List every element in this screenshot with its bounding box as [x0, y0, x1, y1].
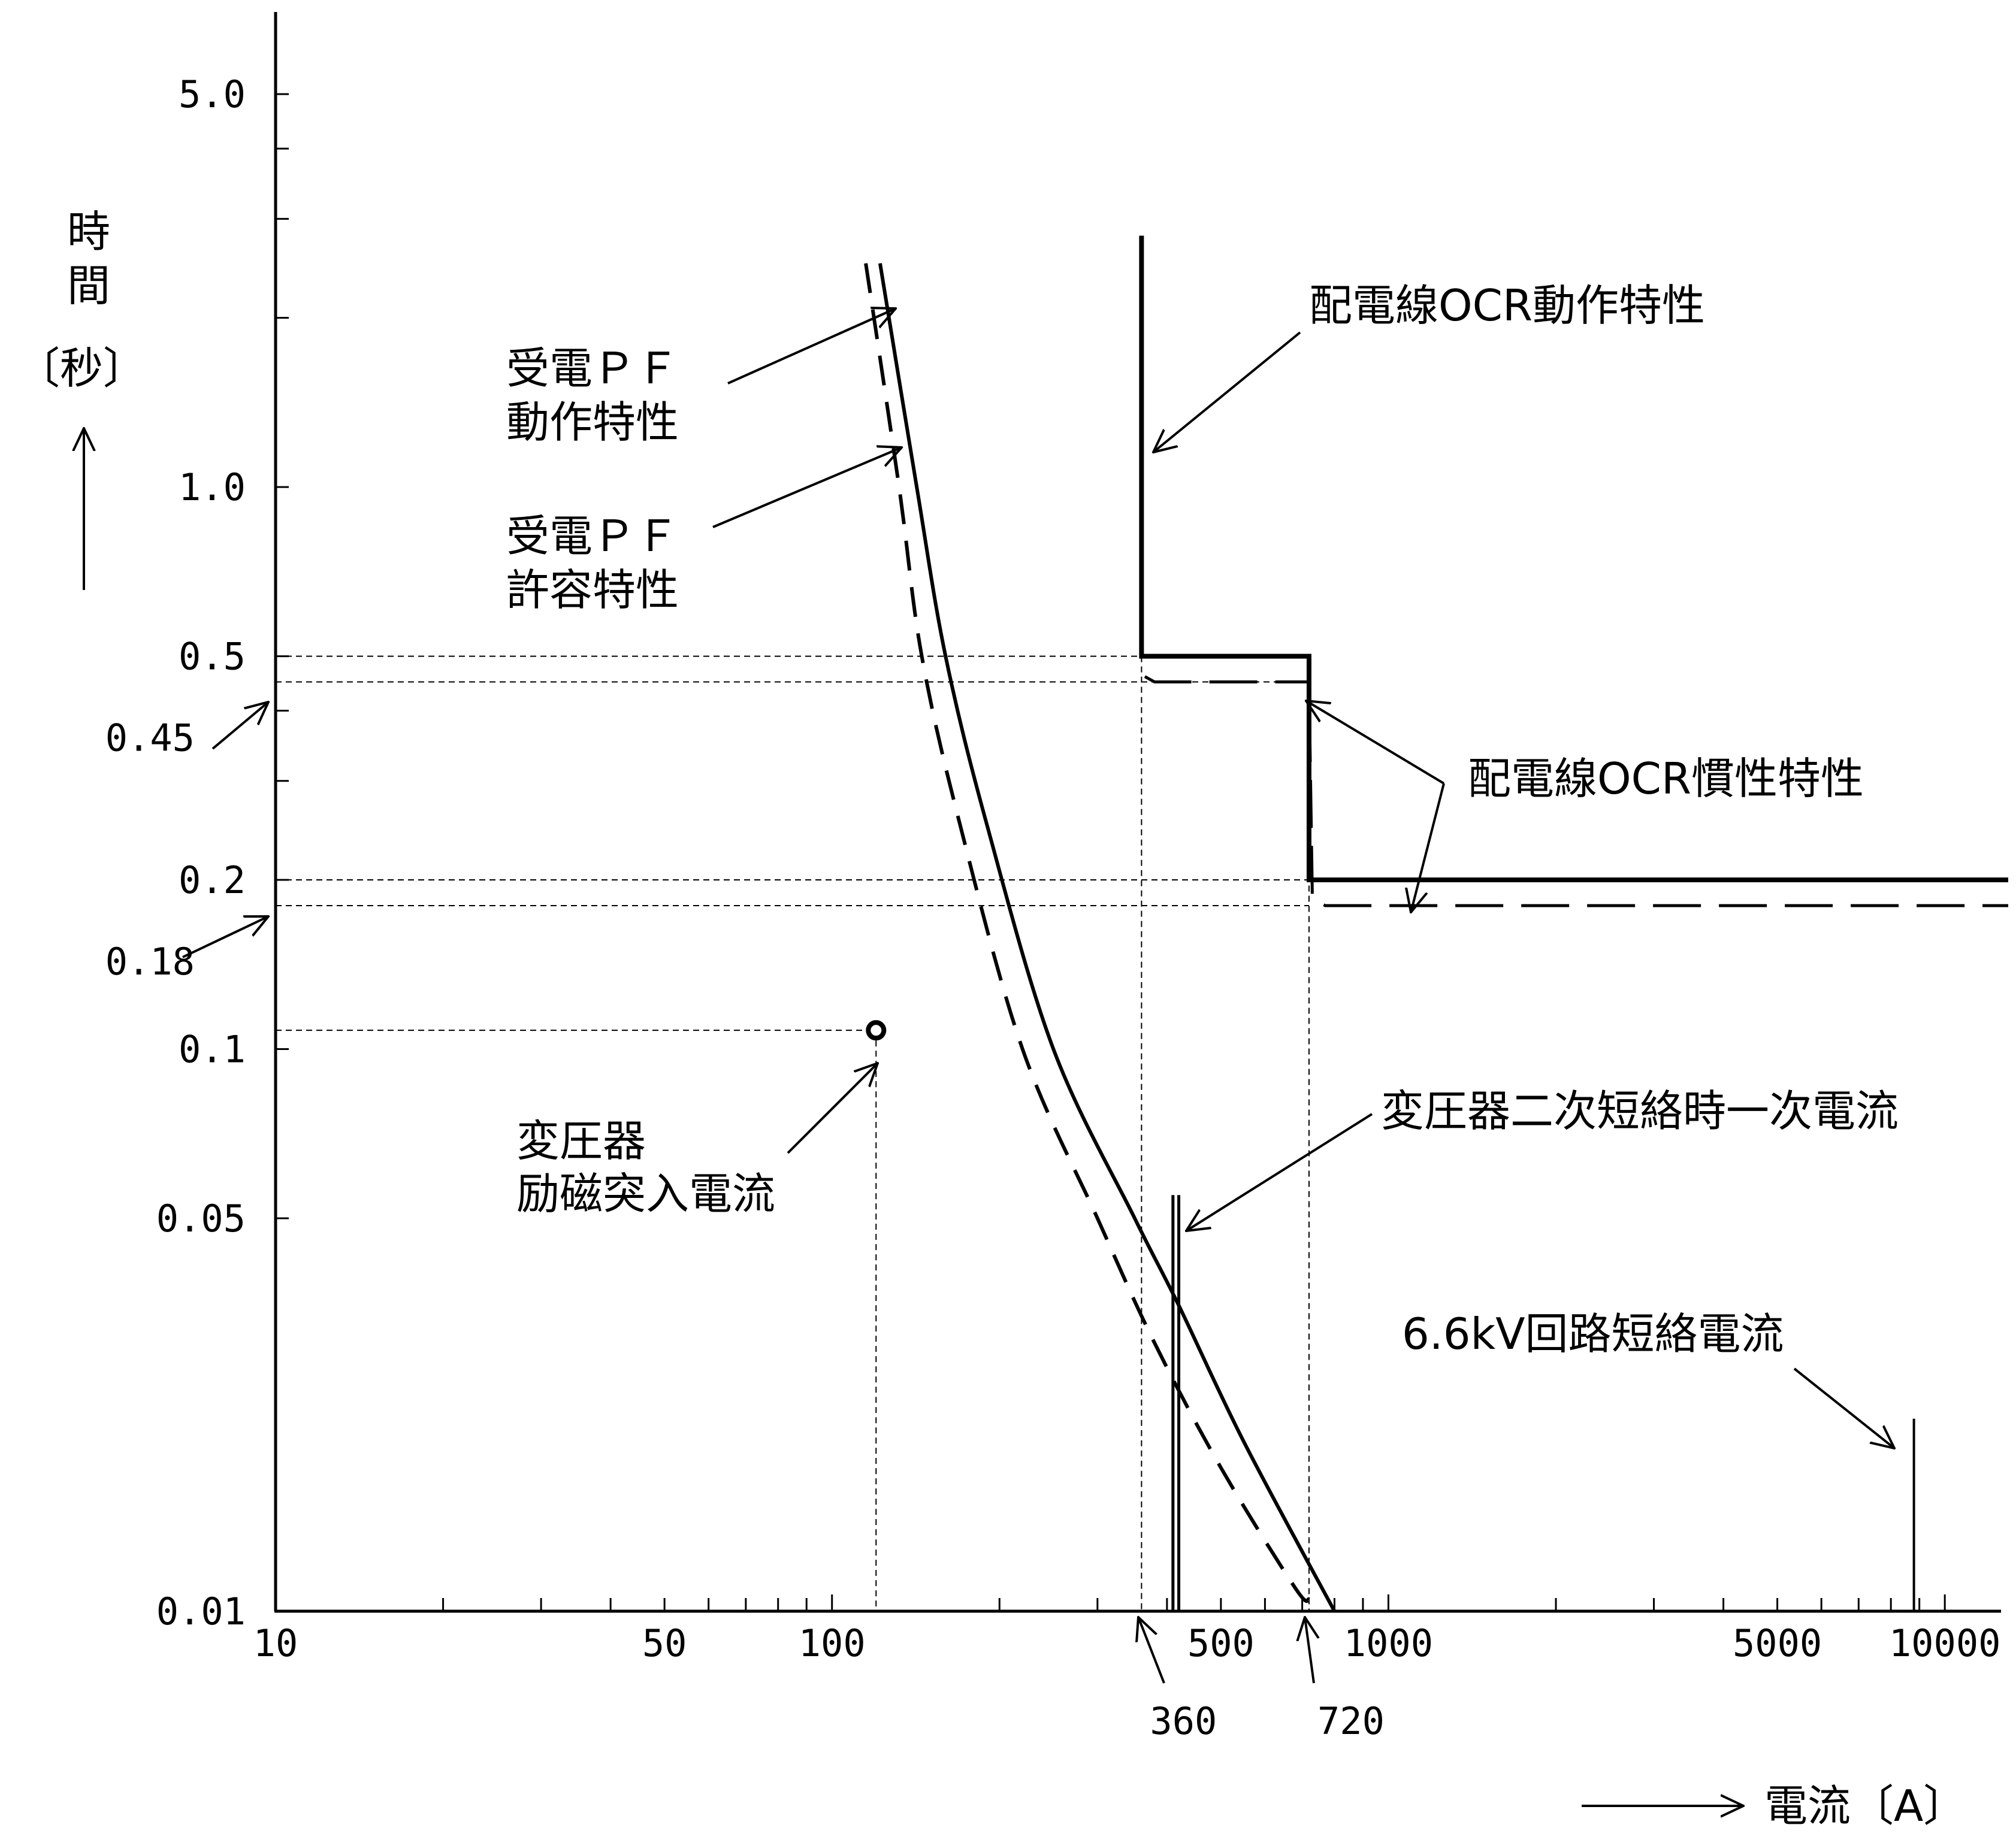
arrow-y-0.18	[182, 916, 268, 958]
y-axis-title: 時 間 〔秒〕	[17, 207, 146, 590]
series-line-4	[1144, 675, 2008, 907]
y-marker-label: 0.18	[105, 940, 195, 983]
x-axis-title: 電流〔A〕	[1582, 1781, 1966, 1831]
arrow-ocr-inertia-a	[1306, 701, 1445, 785]
x-axis-title-text: 電流〔A〕	[1764, 1781, 1966, 1831]
x-tick-label: 10000	[1889, 1621, 2001, 1665]
series	[864, 235, 2008, 1612]
inrush-current-point	[866, 1020, 887, 1041]
x-tick-label: 1000	[1344, 1621, 1433, 1665]
y-tick-label: 0.1	[179, 1028, 246, 1072]
arrow-secondary-short	[1186, 1113, 1373, 1231]
arrow-ocr-operating	[1153, 331, 1301, 452]
arrow-x-720	[1305, 1617, 1314, 1684]
y-axis-title-line-2: 間	[67, 261, 110, 311]
x-tick-label: 5000	[1733, 1621, 1822, 1665]
label-inrush-line-1: 変圧器	[516, 1116, 646, 1166]
x-tick-label: 50	[642, 1621, 687, 1665]
label-pf-allowable-line-2: 許容特性	[506, 565, 679, 615]
x-marker-label: 360	[1150, 1699, 1217, 1743]
label-inrush-line-2: 励磁突入電流	[516, 1169, 775, 1219]
y-marker-label: 0.45	[105, 716, 195, 760]
y-tick-label: 0.05	[156, 1197, 246, 1240]
arrow-pf-allowable	[712, 447, 902, 528]
label-ocr-operating: 配電線OCR動作特性	[1309, 280, 1705, 331]
label-6kv-short: 6.6kV回路短絡電流	[1402, 1309, 1784, 1359]
arrow-pf-operating	[727, 308, 896, 385]
series-line-1	[878, 263, 1337, 1612]
y-axis-title-line-3: 〔秒〕	[17, 343, 146, 394]
arrow-y-0.45	[211, 702, 268, 750]
y-tick-label: 0.2	[179, 858, 246, 902]
arrow-inrush	[787, 1063, 878, 1154]
y-tick-label: 0.5	[179, 635, 246, 679]
label-pf-operating-line-1: 受電ＰＦ	[506, 343, 679, 394]
arrow-6kv-short	[1793, 1367, 1894, 1448]
x-tick-label: 10	[253, 1621, 298, 1665]
extra-marks	[866, 1020, 1915, 1611]
series-line-2	[864, 263, 1310, 1603]
label-ocr-inertia: 配電線OCR慣性特性	[1468, 753, 1864, 804]
y-tick-label: 1.0	[179, 465, 246, 509]
label-secondary-short: 変圧器二次短絡時一次電流	[1381, 1086, 1899, 1136]
x-tick-label: 100	[799, 1621, 866, 1665]
label-pf-allowable-line-1: 受電ＰＦ	[506, 511, 679, 561]
y-axis-title-line-1: 時	[67, 207, 110, 257]
axis-ticks: 10 50 100 500 1000 5000 10000 360 720 5.0 1.0 0.5 0.…	[105, 72, 2001, 1743]
arrow-x-360	[1138, 1617, 1165, 1684]
axes	[274, 12, 2001, 1613]
guide-lines	[276, 655, 1310, 1611]
arrow-ocr-inertia-b	[1411, 783, 1445, 912]
series-line-3	[1139, 235, 2008, 883]
x-marker-label: 720	[1317, 1699, 1385, 1743]
y-tick-label: 0.01	[156, 1590, 246, 1633]
annotations: 配電線OCR動作特性 受電ＰＦ 動作特性 受電ＰＦ 許容特性 配電線OCR慣性特…	[182, 280, 1899, 1684]
y-tick-label: 5.0	[179, 72, 246, 116]
x-tick-label: 500	[1187, 1621, 1255, 1665]
label-pf-operating-line-2: 動作特性	[506, 397, 679, 447]
